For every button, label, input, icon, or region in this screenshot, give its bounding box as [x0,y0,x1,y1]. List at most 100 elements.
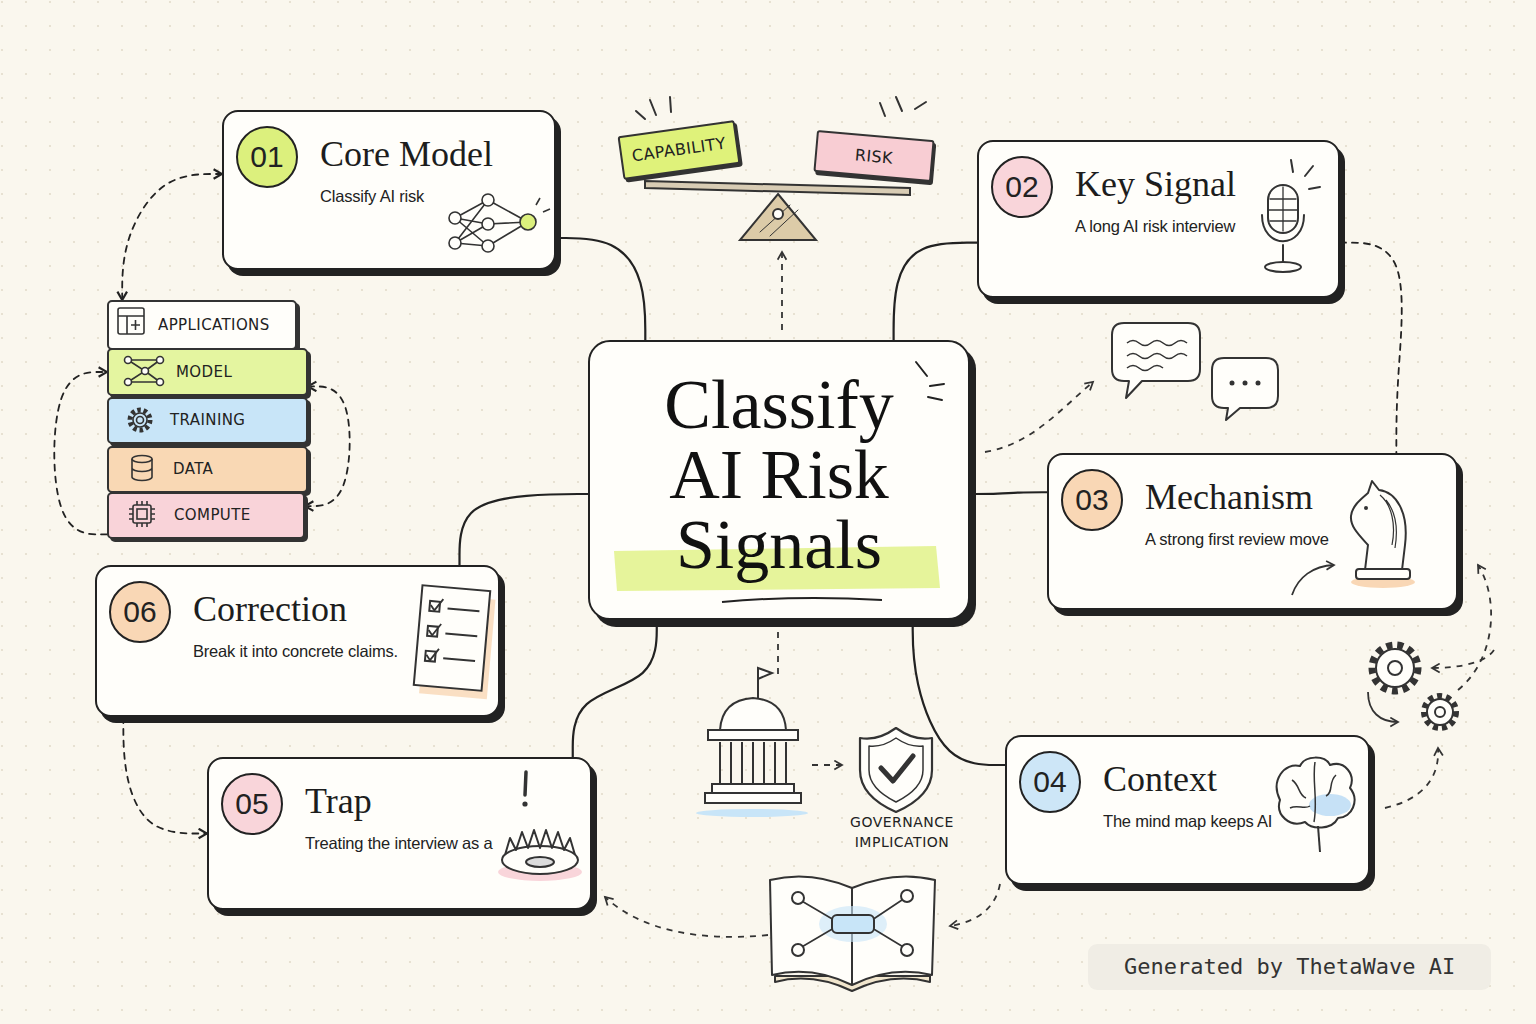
checklist-icon [427,626,438,637]
shield-icon [860,728,932,812]
government-building [712,784,794,793]
chess-knight-icon [1364,506,1368,510]
trap-icon [498,772,582,881]
gears [1372,645,1418,691]
mind-map-book [800,898,905,948]
chat-bubbles [1127,341,1187,371]
microphone-icon [1262,160,1320,272]
card-body: The mind map keeps AI [1103,811,1272,831]
government-building [758,668,772,679]
dashed-connector [1340,243,1402,453]
gears [1427,699,1453,725]
callout-badge: 01 [236,126,298,188]
callout-badge: 03 [1061,469,1123,531]
network-icon [482,240,494,252]
chess-knight-icon [1356,569,1410,579]
chat-bubbles [1212,358,1278,420]
stack-layer: COMPUTE [107,492,305,539]
stack-layer: TRAINING [107,397,308,444]
title-highlight [722,598,882,602]
gears [1388,661,1402,675]
chess-knight-icon [1351,576,1415,588]
layer-icons [125,379,132,386]
layer-icons [142,368,149,375]
mind-map-book [901,890,913,902]
trap-icon [525,772,526,795]
dashed-connector [122,174,222,300]
checklist-icon [413,585,496,699]
topic-card: ContextThe mind map keeps AI04 [1005,735,1370,885]
topic-card: Core ModelClassify AI risk01 [222,110,556,270]
mind-map-book [901,944,913,956]
stack-layer: DATA [107,446,308,493]
layer-icons [118,308,164,527]
dashed-pointer [1385,748,1438,808]
card-body: Treating the interview as a [305,833,493,853]
chess-knight-icon [1380,495,1396,548]
chat-bubbles [1112,323,1278,420]
topic-card: MechanismA strong first review move03 [1047,453,1458,610]
dashed-pointer [950,884,1000,926]
government-building [696,809,808,817]
layer-icons [133,505,151,523]
callout-number: 03 [1063,471,1121,529]
brain-icon [1318,826,1320,852]
layer-label: TRAINING [170,399,245,442]
layer-icons [130,410,150,430]
layer-icons [137,509,147,519]
network-icon [449,212,461,224]
checklist-icon [426,598,443,661]
governance-label: GOVERNANCE IMPLICATION [842,812,962,852]
layer-icons [128,360,160,382]
network-icon [449,237,461,249]
stack-layer: APPLICATIONS [107,300,297,350]
callout-badge: 06 [109,581,171,643]
dashed-pointer [1432,650,1494,668]
brain-icon [1277,758,1355,852]
trap-icon [522,801,527,806]
mind-map-book [770,876,935,991]
network-icon [520,214,536,230]
trap-icon [502,846,578,874]
government-building [708,730,798,740]
balance-scale [645,181,910,195]
dashed-pointer [781,252,783,330]
layer-label: COMPUTE [174,494,251,537]
network-icon [536,198,550,212]
dashed-pointer [812,764,842,766]
layer-icons [132,456,152,463]
dashed-pointer [1458,565,1491,690]
checklist-icon [414,585,490,691]
balance-scale [760,205,798,236]
shield-icon [860,728,932,812]
layer-icons [118,316,144,334]
topic-card: Key SignalA long AI risk interview02 [977,140,1340,298]
central-topic: Classify AI Risk Signals [588,340,970,620]
network-icon [482,218,494,230]
gears [1368,692,1398,722]
callout-badge: 02 [991,156,1053,218]
trap-icon [498,863,582,881]
brain-icon [1309,794,1351,816]
microphone-icon [1262,215,1304,241]
dashed-connector [123,717,207,834]
balance-scale [636,97,671,119]
layer-icons [133,413,147,427]
layer-icons [137,417,144,424]
mind-map-book [819,906,887,942]
topic-card: CorrectionBreak it into concrete claims.… [95,565,500,717]
microphone-icon [1268,185,1298,233]
card-body: A long AI risk interview [1075,216,1235,236]
network-icon [455,200,528,246]
gears [1435,707,1445,717]
microphone-icon [1291,160,1320,189]
microphone-icon [1269,187,1297,231]
layer-icons [125,357,132,364]
branch-connector [894,243,977,340]
dashed-pointer [985,382,1093,452]
branch-connector [913,620,1005,765]
